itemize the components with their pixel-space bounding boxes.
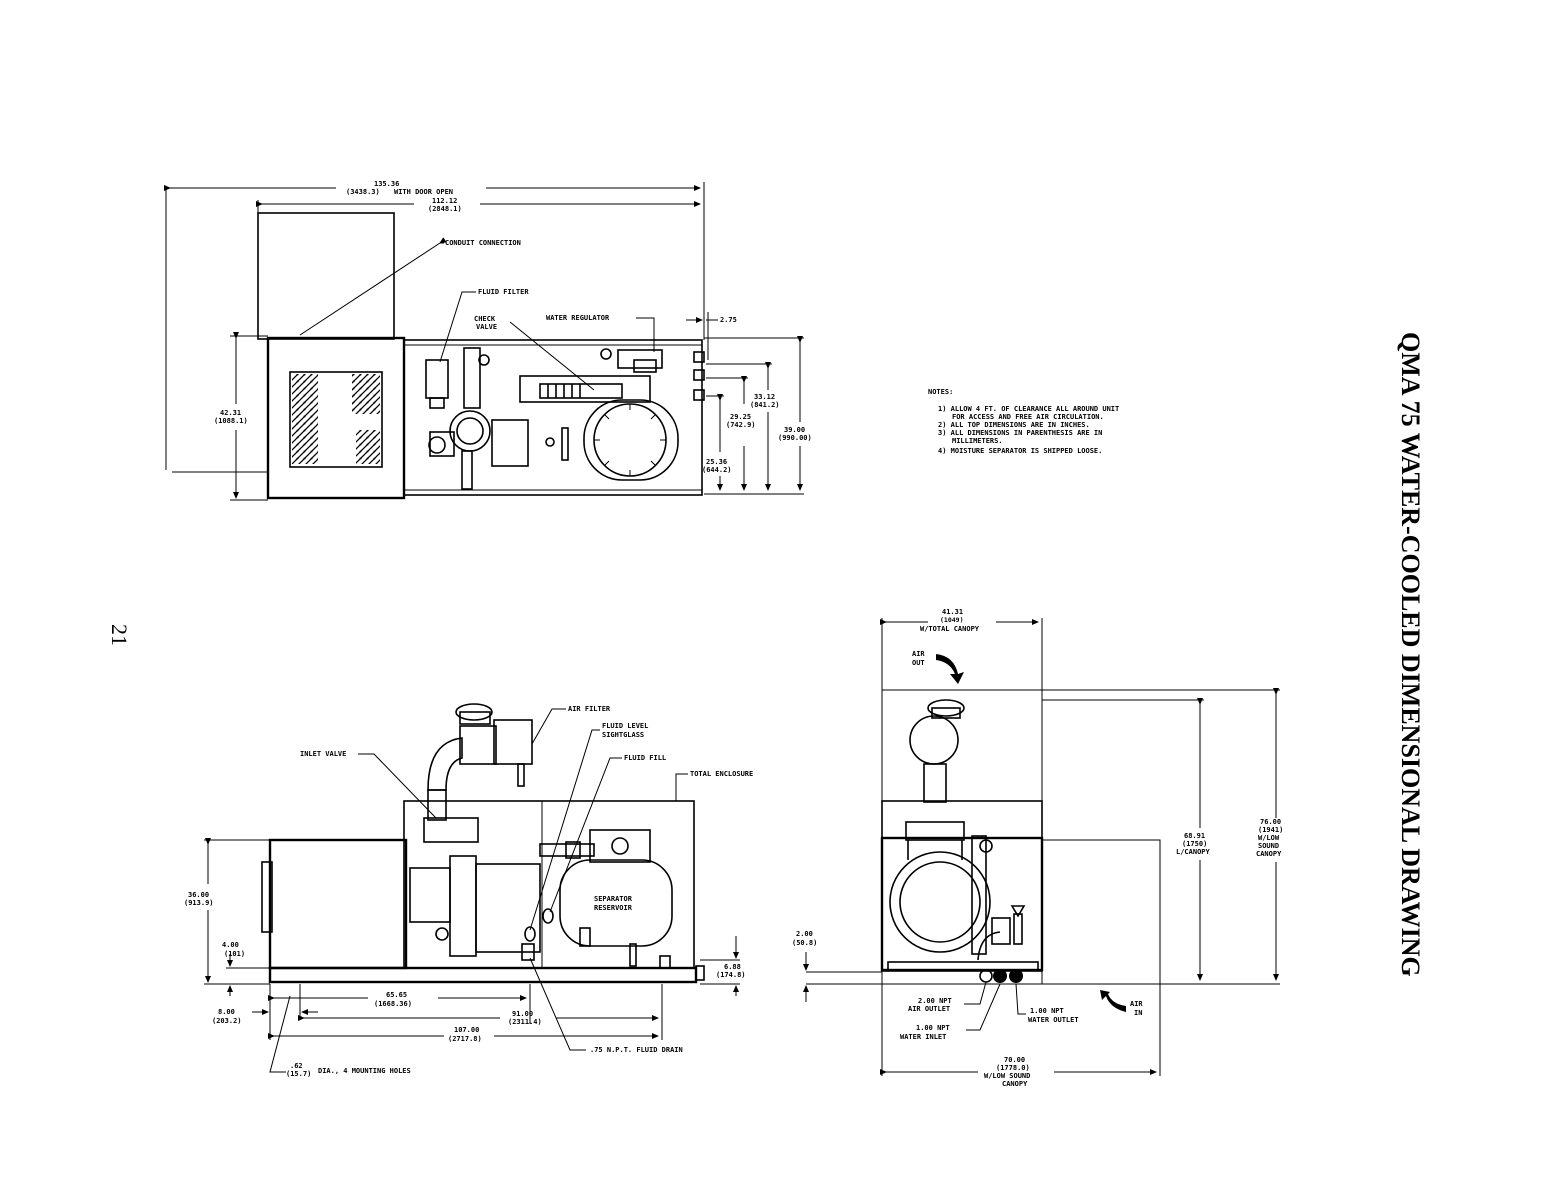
dim-70-00-mm: (1778.0) xyxy=(996,1064,1030,1072)
holes-dim: .62 xyxy=(290,1062,303,1070)
dim-76-00: 76.00 xyxy=(1260,818,1281,826)
dim-65-65-mm: (1668.36) xyxy=(374,1000,412,1008)
dim-29-25: 29.25 xyxy=(730,413,751,421)
dim-29-25-mm: (742.9) xyxy=(726,421,756,429)
dim-41-31: 41.31 xyxy=(942,608,963,616)
dim-6-88: 6.88 xyxy=(724,963,741,971)
water-inlet-label-1: 1.00 NPT xyxy=(916,1024,950,1032)
dim-68-91-mm: (1750) xyxy=(1182,840,1207,848)
note-4: 4) MOISTURE SEPARATOR IS SHIPPED LOOSE. xyxy=(938,447,1102,455)
dim-door-open-note: WITH DOOR OPEN xyxy=(394,188,453,196)
dim-4-00-mm: (101) xyxy=(224,950,245,958)
dim-36-00: 36.00 xyxy=(188,891,209,899)
notes-block: NOTES: 1) ALLOW 4 FT. OF CLEARANCE ALL A… xyxy=(928,388,1119,455)
drawing-title: QMA 75 WATER-COOLED DIMENSIONAL DRAWING xyxy=(1396,332,1425,977)
dim-70-00: 70.00 xyxy=(1004,1056,1025,1064)
air-in-label-1: AIR xyxy=(1130,1000,1143,1008)
fluid-fill-label: FLUID FILL xyxy=(624,754,666,762)
note-3: 3) ALL DIMENSIONS IN PARENTHESIS ARE IN xyxy=(938,429,1102,437)
side-view: SEPARATOR RESERVOIR AIR FILTER FLUID LEV… xyxy=(184,703,753,1078)
air-out-arrow-icon xyxy=(936,654,964,684)
dim-8-00: 8.00 xyxy=(218,1008,235,1016)
dim-41-31-mm: (1049) xyxy=(940,616,963,624)
air-outlet-label-1: 2.00 NPT xyxy=(918,997,952,1005)
dim-107-00-mm: (2717.8) xyxy=(448,1035,482,1043)
air-out-label-1: AIR xyxy=(912,650,925,658)
dim-107-00: 107.00 xyxy=(454,1026,479,1034)
dim-70-00-n1: W/LOW SOUND xyxy=(984,1072,1030,1080)
dim-25-36-mm: (644.2) xyxy=(702,466,732,474)
air-in-label-2: IN xyxy=(1134,1009,1142,1017)
dim-33-12: 33.12 xyxy=(754,393,775,401)
notes-heading: NOTES: xyxy=(928,388,953,396)
end-view: 41.31 (1049) W/TOTAL CANOPY AIR OUT AIR … xyxy=(792,608,1283,1088)
dim-33-12-mm: (841.2) xyxy=(750,401,780,409)
dim-91-00: 91.00 xyxy=(512,1010,533,1018)
air-outlet-label-2: AIR OUTLET xyxy=(908,1005,950,1013)
inlet-valve-label: INLET VALVE xyxy=(300,750,346,758)
dim-4-00: 4.00 xyxy=(222,941,239,949)
dim-76-00-n1: W/LOW xyxy=(1258,834,1280,842)
top-view: 135.36 (3438.3) WITH DOOR OPEN 112.12 (2… xyxy=(164,180,812,501)
note-1b: FOR ACCESS AND FREE AIR CIRCULATION. xyxy=(952,413,1104,421)
dim-76-00-n3: CANOPY xyxy=(1256,850,1282,858)
note-3b: MILLIMETERS. xyxy=(952,437,1003,445)
water-regulator-label: WATER REGULATOR xyxy=(546,314,610,322)
dim-39-00: 39.00 xyxy=(784,426,805,434)
dim-36-00-mm: (913.9) xyxy=(184,899,214,907)
water-inlet-label-2: WATER INLET xyxy=(900,1033,946,1041)
dim-2-00: 2.00 xyxy=(796,930,813,938)
dim-2-75: 2.75 xyxy=(720,316,737,324)
dim-39-00-mm: (990.00) xyxy=(778,434,812,442)
holes-text: DIA., 4 MOUNTING HOLES xyxy=(318,1067,411,1075)
check-valve-label-2: VALVE xyxy=(476,323,497,331)
dim-68-91: 68.91 xyxy=(1184,832,1205,840)
dim-8-00-mm: (203.2) xyxy=(212,1017,242,1025)
air-filter-label: AIR FILTER xyxy=(568,705,611,713)
dim-68-91-note: L/CANOPY xyxy=(1176,848,1211,856)
dim-6-88-mm: (174.8) xyxy=(716,971,746,979)
fluid-filter-label: FLUID FILTER xyxy=(478,288,529,296)
separator-label-1: SEPARATOR xyxy=(594,895,633,903)
dim-42-31: 42.31 xyxy=(220,409,241,417)
dim-42-31-mm: (1088.1) xyxy=(214,417,248,425)
conduit-label: CONDUIT CONNECTION xyxy=(445,239,521,247)
air-in-arrow-icon xyxy=(1100,990,1126,1012)
dim-2-00-mm: (50.8) xyxy=(792,939,817,947)
dim-door-open: 135.36 xyxy=(374,180,399,188)
dim-length: 112.12 xyxy=(432,197,457,205)
water-outlet-label-2: WATER OUTLET xyxy=(1028,1016,1079,1024)
dim-length-mm: (2848.1) xyxy=(428,205,462,213)
fluid-level-label-1: FLUID LEVEL xyxy=(602,722,648,730)
separator-label-2: RESERVOIR xyxy=(594,904,633,912)
note-2: 2) ALL TOP DIMENSIONS ARE IN INCHES. xyxy=(938,421,1090,429)
total-enclosure-label: TOTAL ENCLOSURE xyxy=(690,770,753,778)
dim-91-00-mm: (2311.4) xyxy=(508,1018,542,1026)
dim-70-00-n2: CANOPY xyxy=(1002,1080,1028,1088)
page-number: 21 xyxy=(107,624,132,646)
dim-25-36: 25.36 xyxy=(706,458,727,466)
note-1: 1) ALLOW 4 FT. OF CLEARANCE ALL AROUND U… xyxy=(938,405,1119,413)
dim-41-31-note: W/TOTAL CANOPY xyxy=(920,625,980,633)
holes-dim-mm: (15.7) xyxy=(286,1070,311,1078)
fluid-level-label-2: SIGHTGLASS xyxy=(602,731,644,739)
air-out-label-2: OUT xyxy=(912,659,925,667)
dim-76-00-n2: SOUND xyxy=(1258,842,1279,850)
dim-76-00-mm: (1941) xyxy=(1258,826,1283,834)
fluid-drain-label: .75 N.P.T. FLUID DRAIN xyxy=(590,1046,683,1054)
water-outlet-label-1: 1.00 NPT xyxy=(1030,1007,1064,1015)
check-valve-label-1: CHECK xyxy=(474,315,496,323)
dim-65-65: 65.65 xyxy=(386,991,407,999)
dim-door-open-mm: (3438.3) xyxy=(346,188,380,196)
